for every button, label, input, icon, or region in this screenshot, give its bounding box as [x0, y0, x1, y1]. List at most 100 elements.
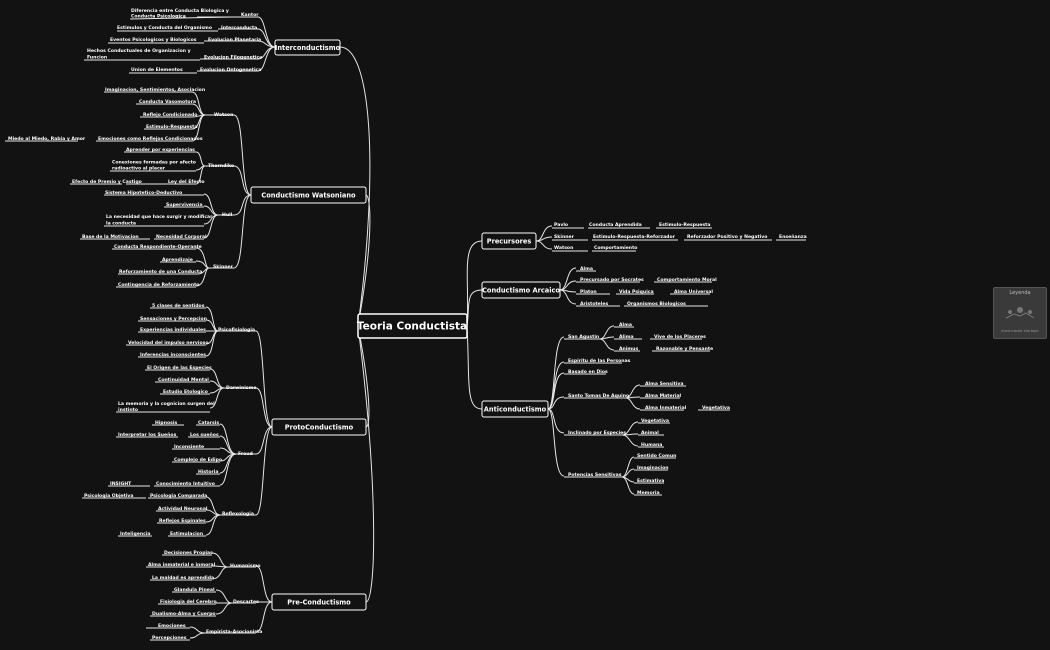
subtopic-text[interactable]: Estudio Etologico — [163, 389, 208, 395]
subtopic-socrates[interactable]: Precursado por Socrates — [580, 277, 644, 283]
topic-protoconductismo[interactable]: ProtoConductismo — [271, 418, 367, 436]
subtopic-text[interactable]: Base de la Motivacion — [82, 234, 139, 240]
subtopic-text[interactable]: Emociones como Reflejos Condicionados — [98, 136, 203, 142]
subtopic-text[interactable]: Conducta Vasomotora — [139, 99, 196, 105]
topic-conductismo-arcaico[interactable]: Conductismo Arcaico — [481, 281, 561, 299]
subtopic-text[interactable]: Diferencia entre Conducta Biologica y — [131, 8, 229, 14]
subtopic-watson[interactable]: Watson — [554, 245, 573, 251]
subtopic-santo-tomas[interactable]: Santo Tomas De Aquino — [568, 393, 629, 399]
subtopic-text[interactable]: Imaginacion — [637, 465, 669, 471]
subtopic-evolucion-filogenetica[interactable]: Evolucion Filogenetica — [204, 55, 262, 61]
subtopic-text[interactable]: Interpretar los Sueños — [118, 432, 177, 438]
subtopic-text[interactable]: Continuidad Mental — [158, 377, 209, 383]
subtopic-text[interactable]: Experiencias individuales — [140, 327, 206, 333]
subtopic-text[interactable]: El Origen de las Especies — [147, 365, 212, 371]
subtopic-text[interactable]: Glandula Pineal — [174, 587, 215, 593]
topic-preconductismo[interactable]: Pre-Conductismo — [271, 593, 367, 611]
subtopic-alma[interactable]: Alma — [580, 266, 593, 272]
subtopic-skinner[interactable]: Skinner — [554, 234, 575, 240]
subtopic-text[interactable]: Reforzamiento de una Conducta — [119, 269, 202, 275]
subtopic-watson[interactable]: Watson — [214, 112, 233, 118]
subtopic-text[interactable]: Sensaciones y Percepcion — [140, 316, 207, 322]
subtopic-text[interactable]: Alma Sensitiva — [645, 381, 683, 387]
legend-panel[interactable]: Leyenda Insert marker into topic — [993, 287, 1047, 339]
subtopic-text[interactable]: Alma — [619, 322, 632, 328]
subtopic-text[interactable]: Reflejos Espinales — [159, 518, 206, 524]
subtopic-text[interactable]: Eventos Psicologicos y Biologicos — [110, 37, 197, 43]
subtopic-darwinismo[interactable]: Darwinismo — [226, 385, 257, 391]
subtopic-text[interactable]: Estimulo-Respuesta — [146, 124, 197, 130]
subtopic-text[interactable]: Organismos Biologicos — [627, 301, 686, 307]
subtopic-text[interactable]: Alma Material — [645, 393, 682, 399]
topic-anticonductismo[interactable]: Anticonductismo — [481, 400, 549, 418]
subtopic-psicofisiologia[interactable]: Psicofisiologia — [218, 327, 255, 333]
subtopic-text[interactable]: la conducta — [106, 221, 136, 227]
subtopic-text[interactable]: Enseñanza — [779, 234, 807, 240]
subtopic-text[interactable]: Union de Elementos — [131, 67, 183, 73]
subtopic-text[interactable]: Reforzador Positivo y Negativo — [687, 234, 767, 240]
subtopic-text[interactable]: Estimulo-Respuesta-Reforzador — [593, 234, 676, 240]
subtopic-dios[interactable]: Basado en Dios — [568, 369, 608, 375]
subtopic-text[interactable]: Historia — [198, 469, 218, 475]
subtopic-text[interactable]: Decisiones Propias — [164, 550, 213, 556]
subtopic-text[interactable]: Miedo al Miedo, Rabia y Amor — [8, 136, 86, 142]
subtopic-platon[interactable]: Platon — [580, 289, 597, 295]
subtopic-text[interactable]: Alima — [619, 334, 634, 340]
subtopic-text[interactable]: Conexiones formadas por afecto — [112, 160, 196, 166]
subtopic-freud[interactable]: Freud — [238, 451, 253, 457]
subtopic-pavlo[interactable]: Pavlo — [554, 222, 568, 228]
subtopic-san-agustin[interactable]: San Agustin — [568, 334, 599, 340]
subtopic-text[interactable]: La necesidad que hace surgir y modificar — [106, 214, 213, 220]
subtopic-text[interactable]: Funcion — [87, 55, 107, 61]
topic-precursores[interactable]: Precursores — [481, 232, 537, 250]
subtopic-espiritu[interactable]: Espiritu de las Personas — [568, 358, 631, 364]
subtopic-text[interactable]: Conocimiento Intuitivo — [156, 481, 215, 487]
subtopic-text[interactable]: Ley del Efecto — [168, 179, 205, 185]
subtopic-text[interactable]: Fisiologia del Cerebro — [160, 599, 217, 605]
subtopic-text[interactable]: Sentido Comun — [637, 453, 676, 459]
subtopic-text[interactable]: Memoria — [637, 490, 660, 496]
subtopic-text[interactable]: Vive de los Placeres — [654, 334, 706, 340]
topic-interconductismo[interactable]: Interconductismo — [274, 39, 341, 56]
subtopic-aristoteles[interactable]: Aristoteles — [580, 301, 608, 307]
subtopic-text[interactable]: Aprender por experiencias — [126, 147, 195, 153]
subtopic-text[interactable]: Conducta Psicologica — [131, 14, 186, 20]
subtopic-text[interactable]: Estimulacion — [170, 531, 203, 537]
subtopic-text[interactable]: Psicologia Objetiva — [84, 493, 134, 499]
subtopic-text[interactable]: Sistema Hipotetico-Deductivo — [105, 190, 182, 196]
subtopic-text[interactable]: 5 clases de sentidos — [152, 303, 205, 309]
subtopic-reflexologia[interactable]: Reflexologia — [222, 511, 254, 517]
subtopic-text[interactable]: Psicologia Comparada — [150, 493, 207, 499]
subtopic-potencias[interactable]: Potencias Sensitivas — [568, 472, 622, 478]
subtopic-empirista[interactable]: Empirista-Asocionista — [206, 629, 262, 635]
subtopic-text[interactable]: Dualismo-Alma y Cuerpo — [152, 611, 216, 617]
subtopic-text[interactable]: Conducta Aprendida — [589, 222, 642, 228]
subtopic-text[interactable]: Los sueños — [190, 432, 219, 438]
subtopic-text[interactable]: Hipnosis — [155, 420, 177, 426]
subtopic-thorndike[interactable]: Thorndike — [208, 163, 234, 169]
subtopic-text[interactable]: Estimulos y Conducta del Organismo — [117, 25, 212, 31]
subtopic-kantor[interactable]: Kantor — [241, 12, 259, 18]
subtopic-text[interactable]: Catarsis — [198, 420, 219, 426]
subtopic-text[interactable]: Imaginacion, Sentimientos, Asociacion — [105, 87, 205, 93]
subtopic-text[interactable]: Actividad Neuronal — [158, 506, 208, 512]
subtopic-humanismo[interactable]: Humanismo — [230, 563, 261, 569]
subtopic-text[interactable]: Complejo de Edipo — [174, 457, 222, 463]
subtopic-text[interactable]: instinto — [118, 407, 138, 413]
subtopic-text[interactable]: INSIGHT — [110, 481, 132, 487]
subtopic-text[interactable]: La maldad es aprendida — [152, 575, 214, 581]
subtopic-text[interactable]: Alma Inmaterial — [645, 405, 687, 411]
subtopic-text[interactable]: Conducta Respondiente-Operante — [114, 244, 202, 250]
subtopic-skinner[interactable]: Skinner — [213, 264, 234, 270]
subtopic-text[interactable]: Reflejo Condicionado — [143, 112, 197, 118]
subtopic-text[interactable]: Inferencias inconscientes — [140, 352, 206, 358]
subtopic-text[interactable]: Comportamiento — [594, 245, 637, 251]
subtopic-text[interactable]: Estimativa — [637, 478, 664, 484]
subtopic-text[interactable]: Efecto de Premio y Castigo — [72, 179, 142, 185]
subtopic-text[interactable]: Comportamiento Moral — [657, 277, 717, 283]
subtopic-text[interactable]: Necesidad Corporal — [156, 234, 207, 240]
subtopic-text[interactable]: Vegetativa — [702, 405, 730, 411]
subtopic-hull[interactable]: Hull — [222, 212, 233, 218]
subtopic-text[interactable]: Emociones — [158, 623, 186, 629]
subtopic-evolucion-planetaria[interactable]: Evolucion Planetaria — [208, 37, 261, 43]
